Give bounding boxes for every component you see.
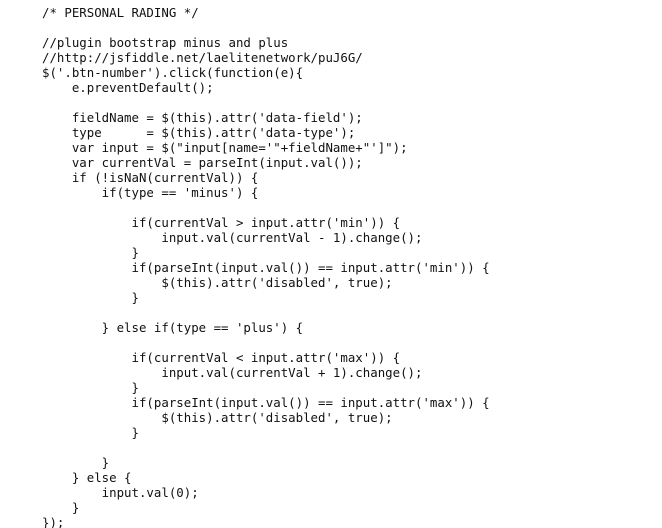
code-line: type = $(this).attr('data-type'); [42, 125, 356, 140]
code-line: } else { [42, 470, 132, 485]
code-line [42, 305, 662, 320]
code-line: } [42, 425, 139, 440]
code-line: } else if(type == 'plus') { [42, 320, 304, 335]
code-line: $(this).attr('disabled', true); [42, 410, 393, 425]
code-line [42, 95, 662, 110]
code-line [42, 20, 662, 35]
code-line: /* PERSONAL RADING */ [42, 5, 199, 20]
code-line: } [42, 245, 139, 260]
code-line: $(this).attr('disabled', true); [42, 275, 393, 290]
code-line [42, 335, 662, 350]
code-line: }); [42, 515, 65, 528]
code-line [42, 200, 662, 215]
code-line: fieldName = $(this).attr('data-field'); [42, 110, 363, 125]
code-line: if(parseInt(input.val()) == input.attr('… [42, 395, 490, 410]
code-line: if(currentVal > input.attr('min')) { [42, 215, 401, 230]
code-line: input.val(0); [42, 485, 199, 500]
code-line: } [42, 290, 139, 305]
code-line: if(currentVal < input.attr('max')) { [42, 350, 401, 365]
code-line: } [42, 455, 110, 470]
code-line: } [42, 380, 139, 395]
code-line [42, 440, 662, 455]
code-line: if(parseInt(input.val()) == input.attr('… [42, 260, 490, 275]
code-line: //plugin bootstrap minus and plus [42, 35, 289, 50]
code-line: var currentVal = parseInt(input.val()); [42, 155, 363, 170]
code-line: if (!isNaN(currentVal)) { [42, 170, 259, 185]
code-line: if(type == 'minus') { [42, 185, 259, 200]
code-line: $('.btn-number').click(function(e){ [42, 65, 304, 80]
code-line: e.preventDefault(); [42, 80, 214, 95]
code-line: //http://jsfiddle.net/laelitenetwork/puJ… [42, 50, 363, 65]
code-line: var input = $("input[name='"+fieldName+"… [42, 140, 408, 155]
code-line: input.val(currentVal - 1).change(); [42, 230, 423, 245]
code-line: input.val(currentVal + 1).change(); [42, 365, 423, 380]
code-line: } [42, 500, 80, 515]
